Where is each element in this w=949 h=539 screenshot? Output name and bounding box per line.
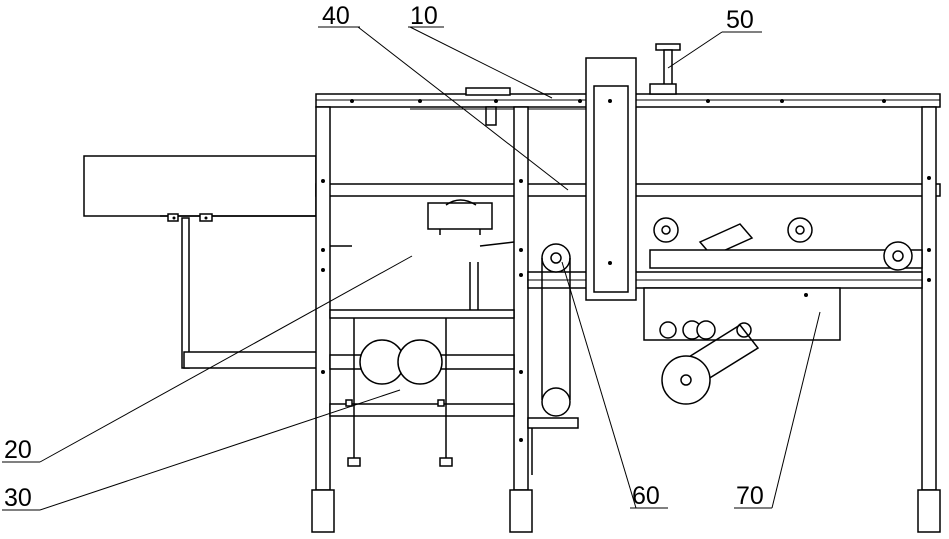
callout-70: 70 (736, 482, 764, 510)
feed-tray (84, 156, 324, 368)
roller-assembly (330, 310, 514, 466)
cutter-housing (586, 58, 636, 300)
callout-10: 10 (410, 2, 438, 30)
callout-40: 40 (322, 2, 350, 30)
callout-30: 30 (4, 484, 32, 512)
callout-50: 50 (726, 6, 754, 34)
callout-60: 60 (632, 482, 660, 510)
hopper (330, 200, 514, 312)
adjustment-knob (650, 44, 680, 94)
drive-mechanism (644, 218, 922, 404)
callout-20: 20 (4, 436, 32, 464)
